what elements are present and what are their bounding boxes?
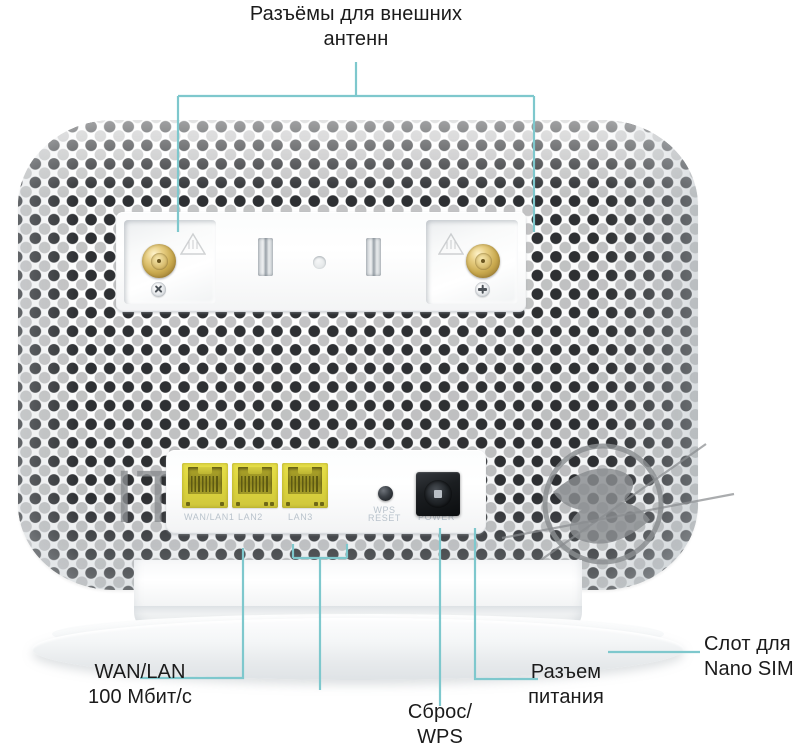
antenna-well-left [124,220,216,304]
warning-triangle-icon-right [438,232,464,255]
callout-label-nano-sim: Слот для Nano SIM [704,633,794,680]
silkscreen-lan2: LAN2 [238,512,263,522]
silkscreen-wan-lan1: WAN/LAN1 [184,512,235,522]
center-pin-hole [313,256,326,269]
warning-triangle-icon-left [180,232,206,255]
dc-power-jack [416,472,460,516]
callout-label-wan-lan: WAN/LAN 100 Мбит/с [88,661,192,708]
callout-label-power: Разъем питания [528,661,604,708]
callout-label-reset-wps: Сброс/ WPS [407,701,473,748]
sma-connector-right-icon [466,244,500,278]
rj45-port-lan2 [232,463,278,508]
rj45-port-wan-lan1 [182,463,228,508]
rj45-port-lan3 [282,463,328,508]
phillips-screw-icon-right [475,282,490,297]
silkscreen-lan3: LAN3 [288,512,313,522]
antenna-well-right [426,220,518,304]
router-illustration: IT Partner [18,120,735,680]
antenna-recess-bar [116,212,526,312]
silkscreen-power: POWER [418,512,456,522]
phillips-screw-icon-left [151,282,166,297]
vent-slot-right [366,238,381,276]
rj45-port-group [182,463,328,508]
router-body-shell [18,120,698,590]
callout-label-antenna-connectors: Разъёмы для внешних антенн [249,3,463,50]
port-recess-bar: WAN/LAN1 LAN2 LAN3 WPS RESET POWER [166,450,486,534]
reset-wps-button[interactable] [378,486,393,501]
vent-slot-left [258,238,273,276]
sma-connector-left-icon [142,244,176,278]
silkscreen-wps-reset: WPS RESET [368,505,402,523]
